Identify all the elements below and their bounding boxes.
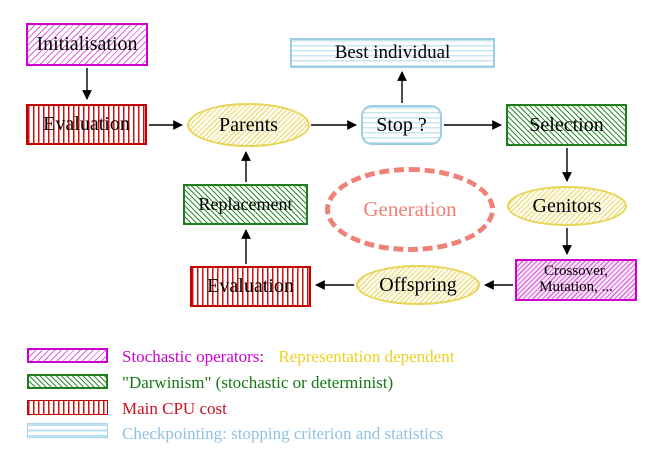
node-evaluation-bottom-label: Evaluation bbox=[207, 275, 294, 297]
legend-checkpointing-label: Checkpointing: stopping criterion and st… bbox=[122, 424, 444, 443]
legend-representation-label: Representation dependent bbox=[278, 347, 455, 366]
legend-swatch-darwinism bbox=[27, 374, 108, 389]
legend-darwinism-label: "Darwinism" (stochastic or determinist) bbox=[122, 373, 394, 392]
node-selection-label: Selection bbox=[529, 113, 604, 136]
node-best-individual-label: Best individual bbox=[334, 42, 451, 64]
node-genitors: Genitors bbox=[507, 186, 627, 226]
node-stop: Stop ? bbox=[361, 105, 442, 145]
node-evaluation-top: Evaluation bbox=[26, 104, 147, 145]
node-parents: Parents bbox=[187, 103, 310, 147]
node-initialisation-label: Initialisation bbox=[36, 33, 138, 55]
node-evaluation-bottom: Evaluation bbox=[190, 266, 311, 307]
node-stop-label: Stop ? bbox=[376, 113, 427, 136]
node-parents-label: Parents bbox=[219, 113, 278, 136]
legend-stochastic-label: Stochastic operators: bbox=[122, 347, 265, 366]
node-selection: Selection bbox=[506, 104, 627, 146]
node-crossover-label-line1: Crossover, bbox=[544, 263, 608, 280]
legend-row-stochastic-operators: Stochastic operators: Representation dep… bbox=[122, 347, 454, 367]
node-genitors-label: Genitors bbox=[532, 194, 602, 217]
legend-row-checkpointing: Checkpointing: stopping criterion and st… bbox=[122, 424, 443, 444]
node-generation-label: Generation bbox=[363, 197, 457, 222]
node-evaluation-top-label: Evaluation bbox=[43, 113, 130, 135]
node-best-individual: Best individual bbox=[290, 38, 495, 68]
legend-swatch-main-cpu-cost bbox=[27, 400, 108, 415]
node-offspring-label: Offspring bbox=[379, 273, 457, 296]
node-crossover-mutation: Crossover, Mutation, ... bbox=[515, 259, 637, 301]
node-replacement: Replacement bbox=[183, 184, 308, 225]
node-crossover-label-line2: Mutation, ... bbox=[539, 279, 613, 295]
legend-cpu-label: Main CPU cost bbox=[122, 399, 227, 418]
legend-swatch-checkpointing bbox=[27, 423, 108, 438]
node-replacement-label: Replacement bbox=[198, 194, 293, 215]
node-initialisation: Initialisation bbox=[26, 23, 148, 66]
legend-swatch-stochastic-operators bbox=[27, 348, 108, 363]
node-generation-dashed-ellipse: Generation bbox=[325, 167, 495, 252]
node-offspring: Offspring bbox=[356, 265, 480, 305]
legend-row-darwinism: "Darwinism" (stochastic or determinist) bbox=[122, 373, 393, 393]
legend-row-main-cpu-cost: Main CPU cost bbox=[122, 399, 227, 419]
